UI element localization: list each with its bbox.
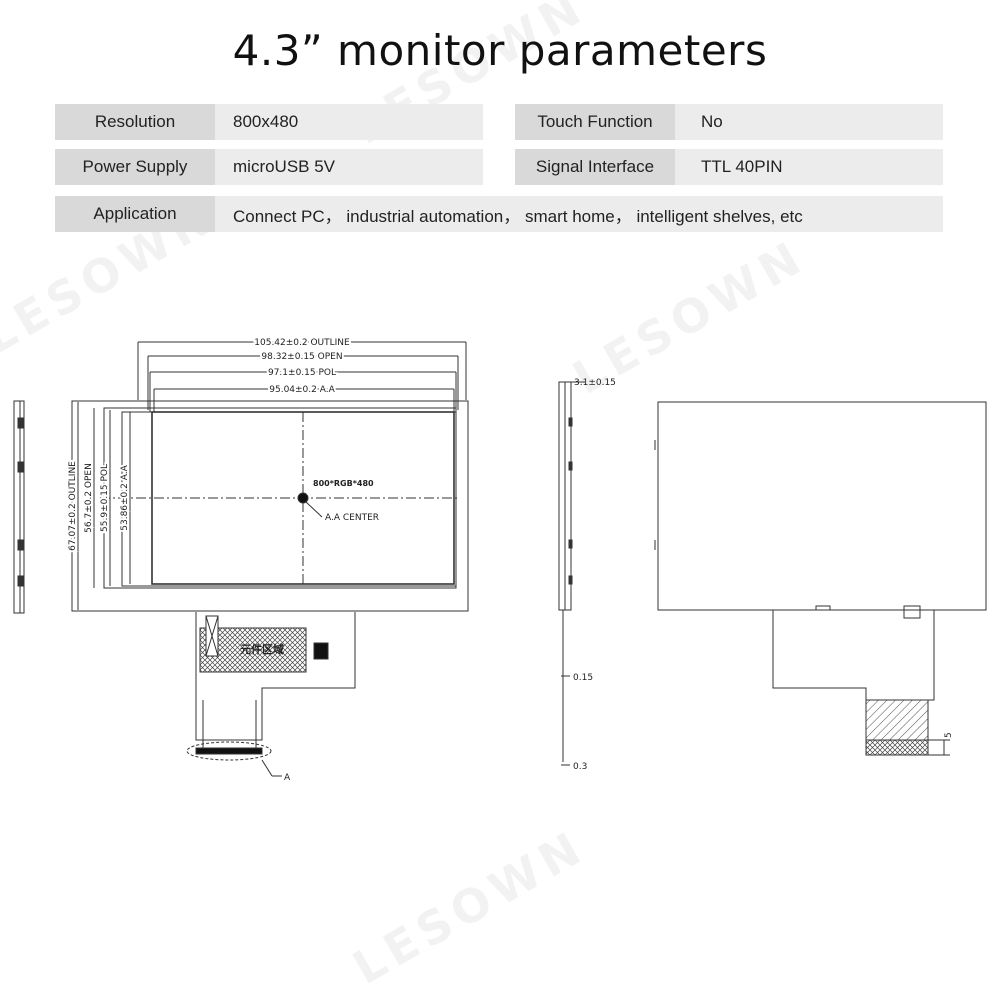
spec-label: Power Supply [55,149,215,185]
spec-label: Touch Function [515,104,675,140]
spec-label: Application [55,196,215,232]
spec-label: Resolution [55,104,215,140]
aa-center-label: A.A CENTER [325,513,379,523]
spec-row-touch: Touch Function No [515,104,943,140]
dim-outline-height: 67.07±0.2 OUTLINE [68,461,78,551]
dim-fpc-thickness-2: 0.3 [573,762,587,772]
dim-open-height: 56.7±0.2 OPEN [84,463,94,533]
side-view [558,381,585,766]
spec-value: No [675,104,943,140]
front-view [71,341,469,777]
center-resolution-text: 800*RGB*480 [313,479,374,488]
spec-row-application: Application Connect PC， industrial autom… [55,196,943,232]
dim-thickness: 3.1±0.15 [574,378,616,388]
dim-pol-height: 55.9±0.15 POL [100,464,110,532]
dim-open-width: 98.32±0.15 OPEN [261,352,342,362]
dim-aa-height: 53.86±0.2 A.A [120,464,130,530]
dim-fpc-thickness: 0.15 [573,673,593,683]
page-title: 4.3” monitor parameters [232,26,768,75]
spec-value: 800x480 [215,104,483,140]
spec-label: Signal Interface [515,149,675,185]
component-area-label: 元件区域 [240,642,284,656]
left-side-profile [13,400,25,614]
dim-aa-width: 95.04±0.2 A.A [269,385,335,395]
spec-row-resolution: Resolution 800x480 [55,104,483,140]
dim-outline-width: 105.42±0.2 OUTLINE [254,338,350,348]
dim-pol-width: 97.1±0.15 POL [268,368,336,378]
spec-value: microUSB 5V [215,149,483,185]
detail-a-label: A [284,773,291,783]
spec-row-signal: Signal Interface TTL 40PIN [515,149,943,185]
spec-value: TTL 40PIN [675,149,943,185]
dim-side-5: 5 [944,732,954,738]
spec-row-power: Power Supply microUSB 5V [55,149,483,185]
back-view [654,401,987,756]
spec-value: Connect PC， industrial automation， smart… [215,196,943,232]
